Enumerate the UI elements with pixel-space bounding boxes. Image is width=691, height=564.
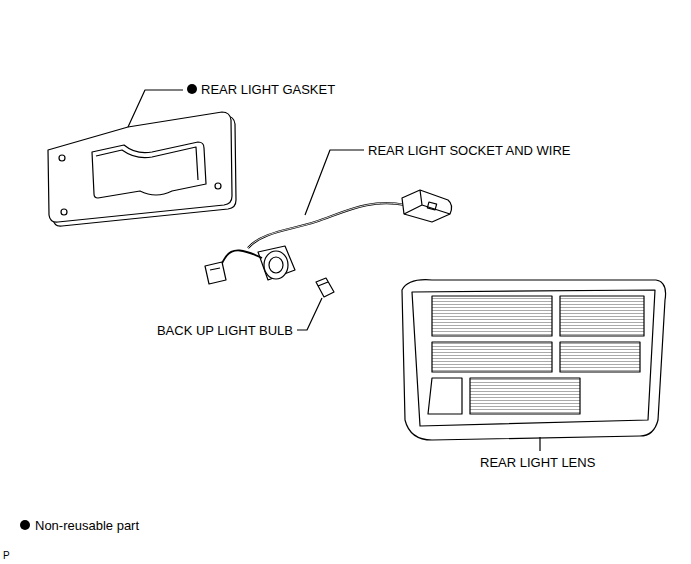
socket-wire-drawing	[205, 150, 452, 284]
legend-dot	[20, 520, 30, 530]
part-name: REAR LIGHT GASKET	[201, 82, 335, 97]
lens-drawing	[402, 280, 666, 451]
bulb-drawing	[297, 278, 334, 330]
gasket-drawing	[48, 84, 236, 226]
figure-code: P	[3, 550, 10, 562]
part-name: REAR LIGHT SOCKET AND WIRE	[368, 143, 571, 158]
part-name: BACK UP LIGHT BULB	[157, 323, 293, 338]
legend-text: Non-reusable part	[35, 518, 139, 533]
part-name: REAR LIGHT LENS	[480, 455, 595, 470]
